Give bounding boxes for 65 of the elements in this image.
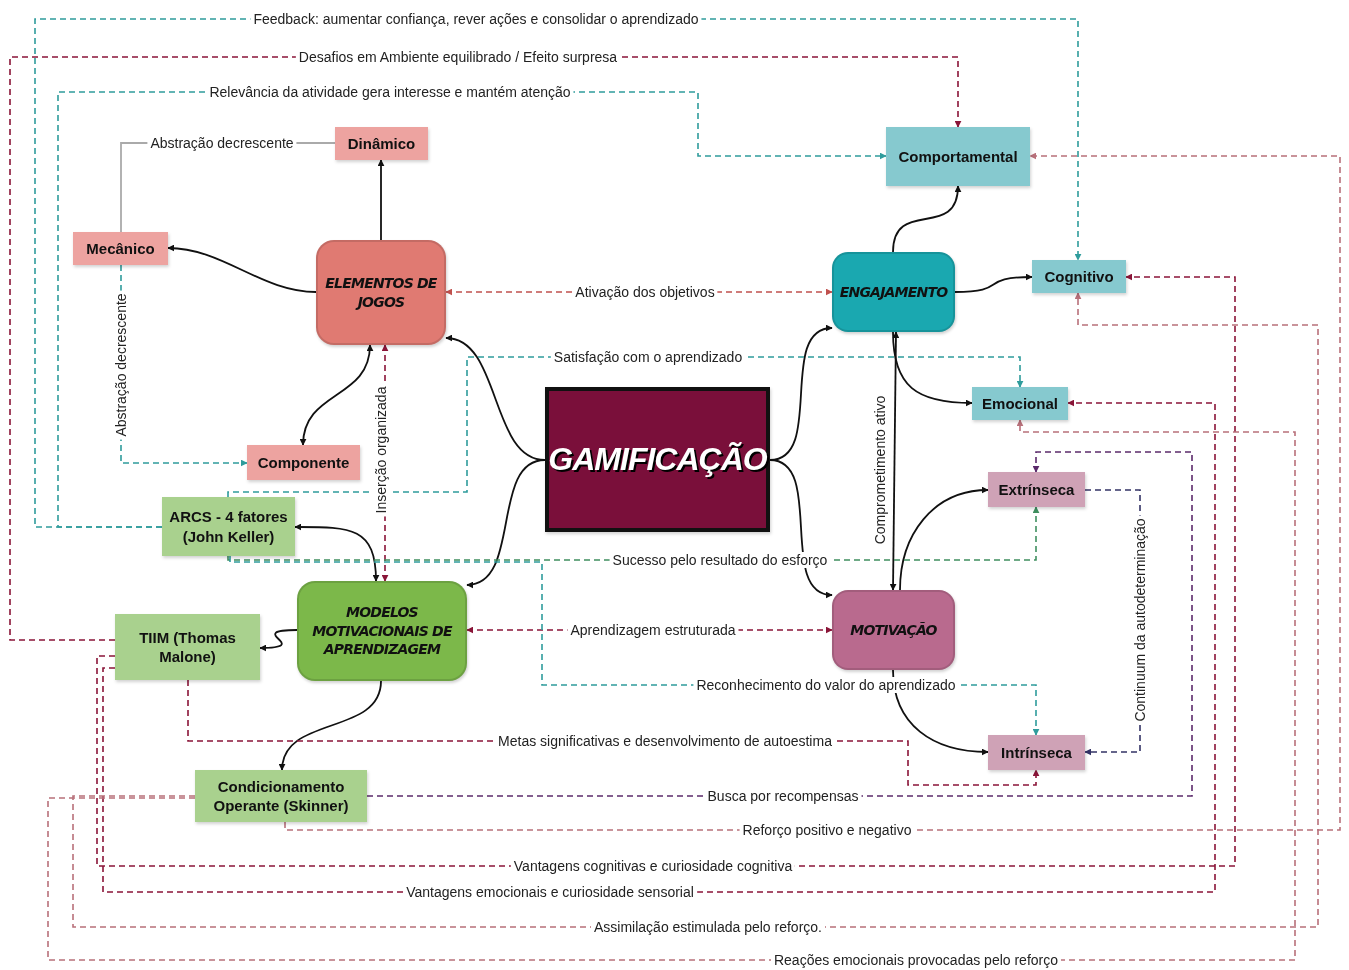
concept-box xyxy=(832,252,955,332)
connector-arrow xyxy=(377,159,385,241)
edge-label: Desafios em Ambiente equilibrado / Efeito surpresa xyxy=(295,49,621,65)
edge-label: Abstração decrescente xyxy=(147,135,297,151)
subconcept-box xyxy=(162,497,295,556)
concept-box xyxy=(297,581,467,681)
node-label: Cognitivo xyxy=(1044,266,1114,287)
subconcept-box xyxy=(247,445,360,480)
connector-arrow xyxy=(954,273,1033,293)
subconcept-box xyxy=(195,770,367,822)
edge-label: Assimilação estimulada pelo reforço. xyxy=(591,919,825,935)
connector-arrow xyxy=(889,331,900,591)
connector-arrow xyxy=(284,152,1341,831)
node-label: Componente xyxy=(257,452,350,473)
node-label: Intrínseca xyxy=(1001,742,1072,763)
node-label: MOTIVAÇÃO xyxy=(850,620,937,640)
subconcept-box xyxy=(886,127,1030,186)
concept-box xyxy=(316,240,446,345)
title-box xyxy=(545,387,770,532)
node-label: Extrínseca xyxy=(998,479,1075,500)
edge-label: Abstração decrescente xyxy=(113,290,129,440)
edge-label: Inserção organizada xyxy=(373,383,389,517)
edge-label: Metas significativas e desenvolvimento de autoestima xyxy=(495,733,835,749)
subconcept-box xyxy=(335,127,428,160)
node-label: Emocional xyxy=(982,393,1058,414)
connector-arrow xyxy=(899,486,989,591)
connector-arrow xyxy=(259,629,298,652)
connector-arrow xyxy=(892,669,989,756)
edge-label: Satisfação com o aprendizado xyxy=(550,349,746,365)
connector-arrow xyxy=(279,680,382,771)
node-label: ENGAJAMENTO xyxy=(839,282,948,302)
node-label: ELEMENTOS DE JOGOS xyxy=(324,273,438,312)
node-label: GAMIFICAÇÃO xyxy=(548,439,767,479)
node-label: TIIM (Thomas Malone) xyxy=(138,627,237,667)
connector-arrow xyxy=(72,292,1319,928)
subconcept-box xyxy=(73,232,168,265)
connector-arrow xyxy=(300,344,373,446)
node-label: Dinâmico xyxy=(347,133,416,154)
edge-label: Relevância da atividade gera interesse e mantém atenção xyxy=(206,84,574,100)
edge-label: Ativação dos objetivos xyxy=(572,284,718,300)
edge-label: Feedback: aumentar confiança, rever ações e consolidar o aprendizado xyxy=(250,11,702,27)
subconcept-box xyxy=(1032,260,1126,293)
subconcept-box xyxy=(115,614,260,680)
connector-arrow xyxy=(366,451,1193,797)
concept-box xyxy=(832,590,955,670)
connector-arrow xyxy=(466,459,546,588)
connector-arrow xyxy=(892,185,961,253)
edge-label: Reações emocionais provocadas pelo reforço xyxy=(771,952,1061,968)
edge-label: Aprendizagem estruturada xyxy=(567,622,739,638)
node-label: ARCS - 4 fatores (John Keller) xyxy=(168,507,289,546)
edge-label: Reforço positivo e negativo xyxy=(739,822,915,838)
subconcept-box xyxy=(972,387,1068,420)
node-label: Mecânico xyxy=(86,238,155,259)
edge-label: Reconhecimento do valor do aprendizado xyxy=(693,677,959,693)
node-label: Comportamental xyxy=(898,146,1018,167)
connector-arrow xyxy=(294,523,380,582)
subconcept-box xyxy=(988,472,1085,507)
edge-label: Vantagens cognitivas e curiosidade cognitiva xyxy=(510,858,796,874)
node-label: Condicionamento Operante (Skinner) xyxy=(212,776,350,816)
connector-arrow xyxy=(769,459,833,597)
edge-label: Busca por recompensas xyxy=(704,788,862,804)
connector-arrow xyxy=(892,331,973,407)
subconcept-box xyxy=(988,735,1085,770)
connector-arrow xyxy=(167,244,317,293)
node-label: MODELOS MOTIVACIONAIS DE APRENDIZAGEM xyxy=(311,602,454,660)
